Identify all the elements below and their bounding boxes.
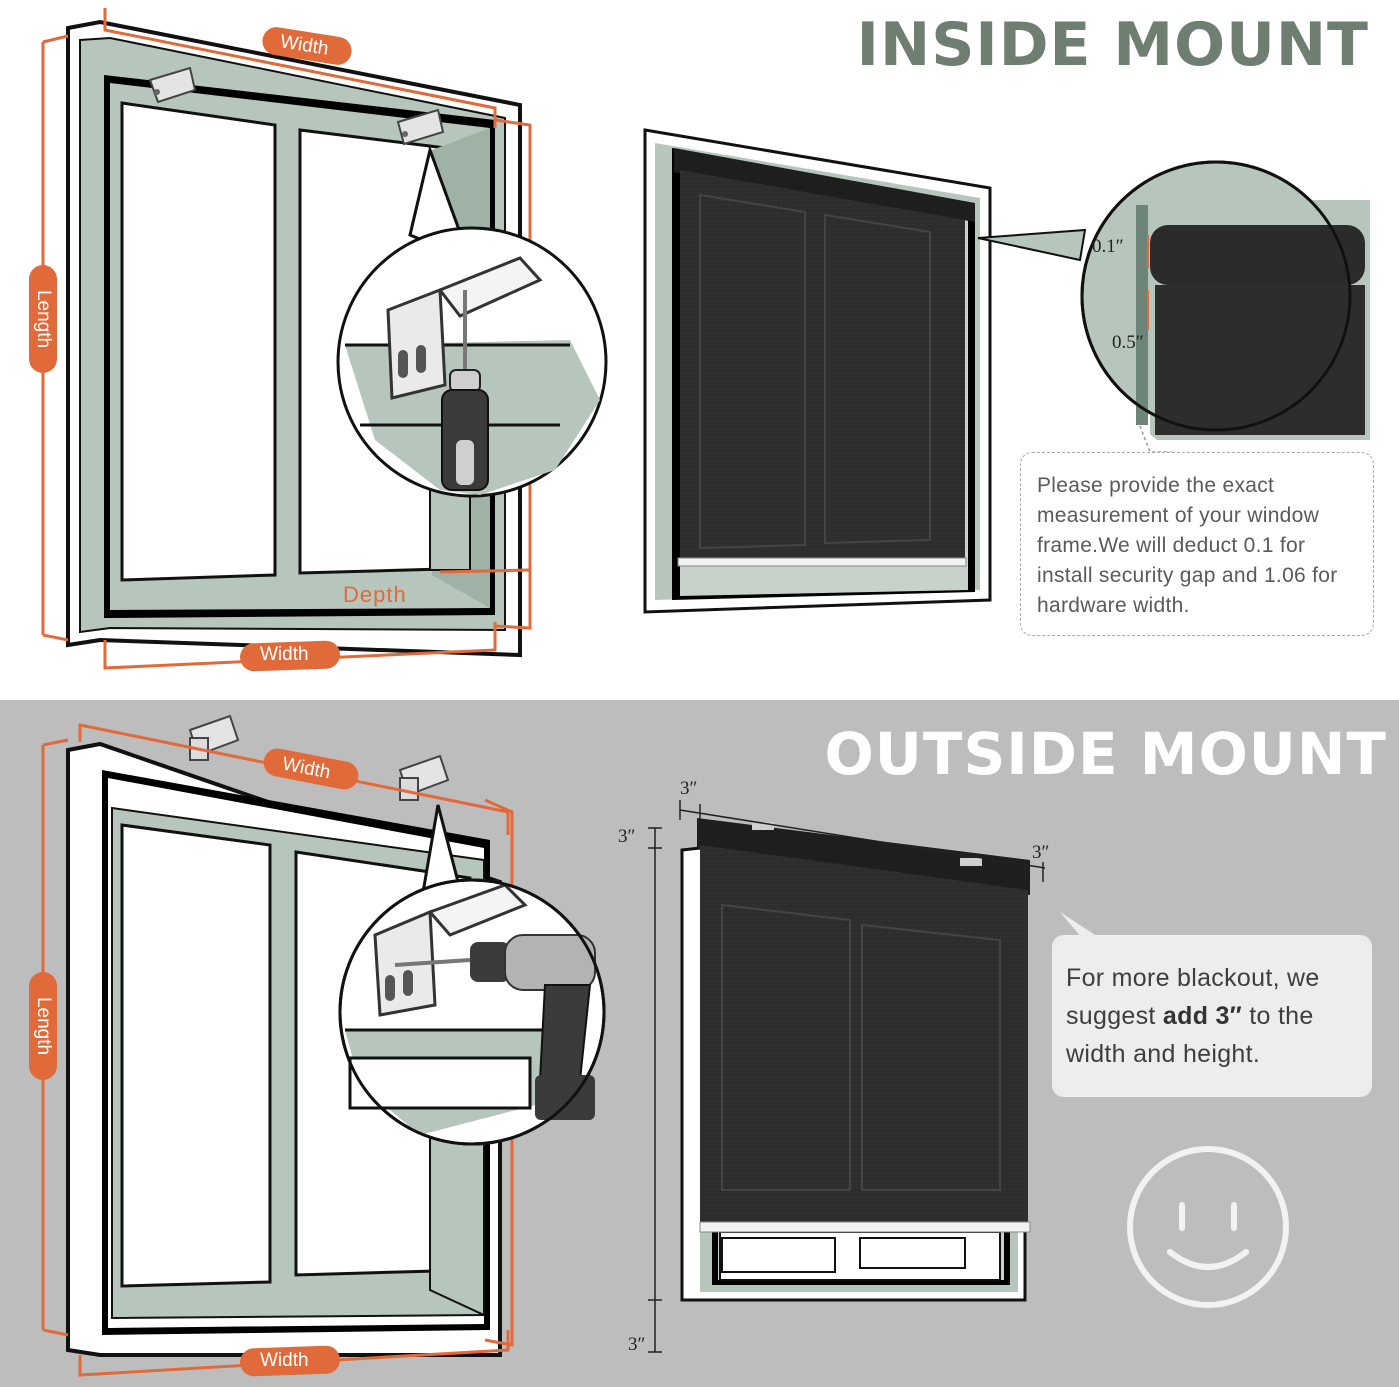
mounting-bracket-icon [148,66,197,104]
mounting-bracket-icon [386,256,543,400]
screwdriver-icon [441,290,489,491]
mounting-bracket-icon [188,714,240,761]
dim-left-top-label: 3″ [618,826,636,847]
outside-note-text: For more blackout, we suggest [1066,964,1320,1030]
mounting-bracket-icon [396,108,445,146]
inside-shade-diagram [643,128,1370,614]
outside-mount-note: For more blackout, we suggest add 3″ to … [1052,935,1372,1097]
gap-bottom-label: 0.5″ [1112,332,1144,353]
outside-length-label: Length [33,996,55,1056]
outside-window-diagram [29,714,606,1377]
outside-note-text-end: to the width and height. [1066,1002,1314,1068]
gap-top-label: 0.1″ [1092,236,1124,257]
outside-note-emphasis: add 3″ [1162,1002,1242,1030]
dim-top-left-label: 3″ [680,778,698,799]
drill-icon [394,934,596,1120]
outside-width-bottom-label: Width [260,1350,309,1371]
smiley-face-icon [1127,1146,1289,1308]
mounting-bracket-icon [398,754,450,801]
inside-width-bottom-label: Width [260,644,309,665]
inside-length-label: Length [33,289,55,349]
inside-window-diagram [29,8,608,672]
outside-shade-diagram [648,800,1100,1353]
dim-top-right-label: 3″ [1032,842,1050,863]
inside-mount-title: INSIDE MOUNT [856,10,1369,80]
inside-mount-note: Please provide the exact measurement of … [1020,452,1374,636]
outside-mount-title: OUTSIDE MOUNT [824,720,1387,788]
dim-left-bottom-label: 3″ [628,1334,646,1355]
inside-depth-label: Depth [343,582,407,607]
